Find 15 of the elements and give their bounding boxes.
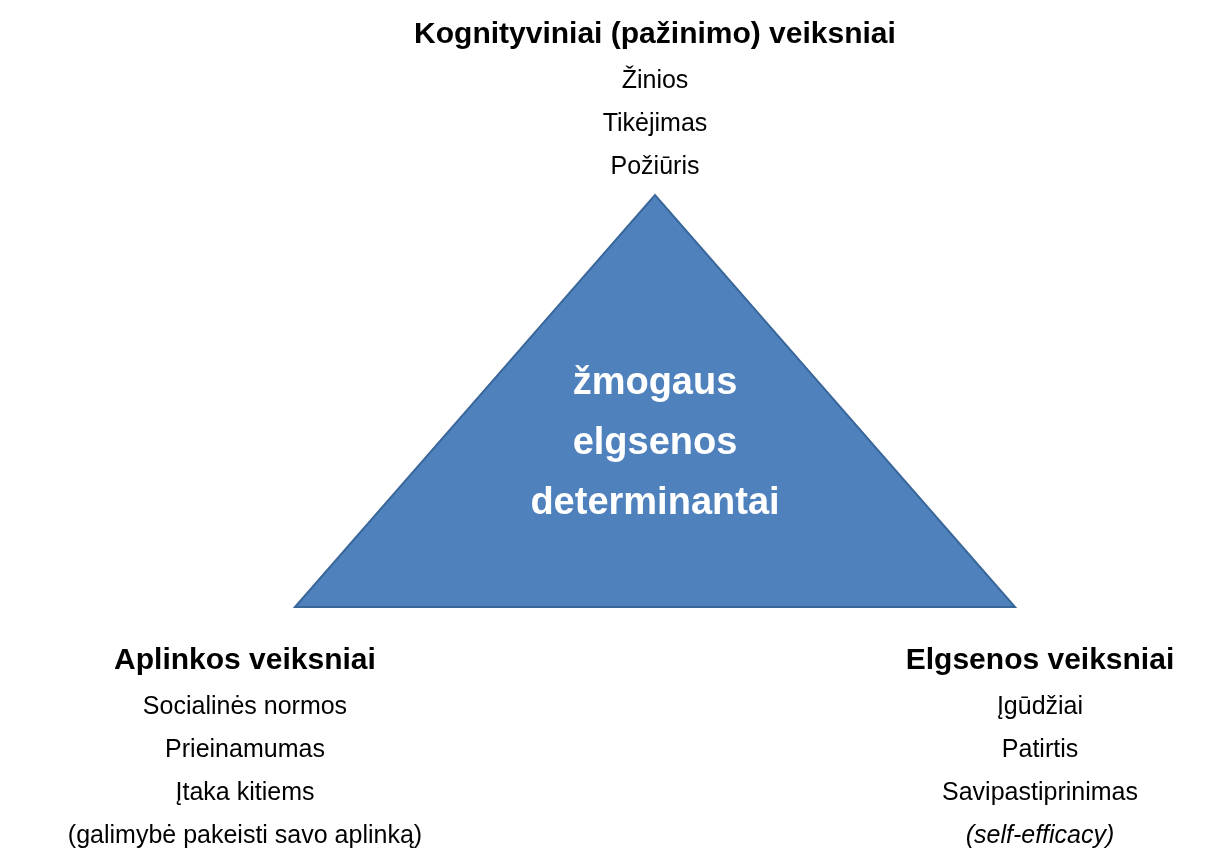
factor-text: Požiūris bbox=[610, 150, 700, 181]
factor-text: Įtaka kitiems bbox=[175, 776, 315, 807]
group-heading: Kognityviniai (pažinimo) veiksniai bbox=[414, 15, 896, 51]
factor-text: Žinios bbox=[621, 64, 689, 95]
triangle-label: žmogaus elgsenos determinantai bbox=[529, 359, 781, 524]
factor-text: (galimybė pakeisti savo aplinką) bbox=[67, 819, 423, 850]
factor-text: Savipastiprinimas bbox=[942, 776, 1138, 807]
factor-text: Patirtis bbox=[1001, 733, 1079, 764]
factor-text: (self-efficacy) bbox=[965, 819, 1115, 850]
factor-text: Tikėjimas bbox=[602, 107, 708, 138]
group-heading: Aplinkos veiksniai bbox=[114, 641, 376, 677]
factor-text: Prieinamumas bbox=[165, 733, 325, 764]
factor-text: Socialinės normos bbox=[142, 690, 348, 721]
factor-text: Įgūdžiai bbox=[996, 690, 1084, 721]
group-heading: Elgsenos veiksniai bbox=[905, 641, 1175, 677]
